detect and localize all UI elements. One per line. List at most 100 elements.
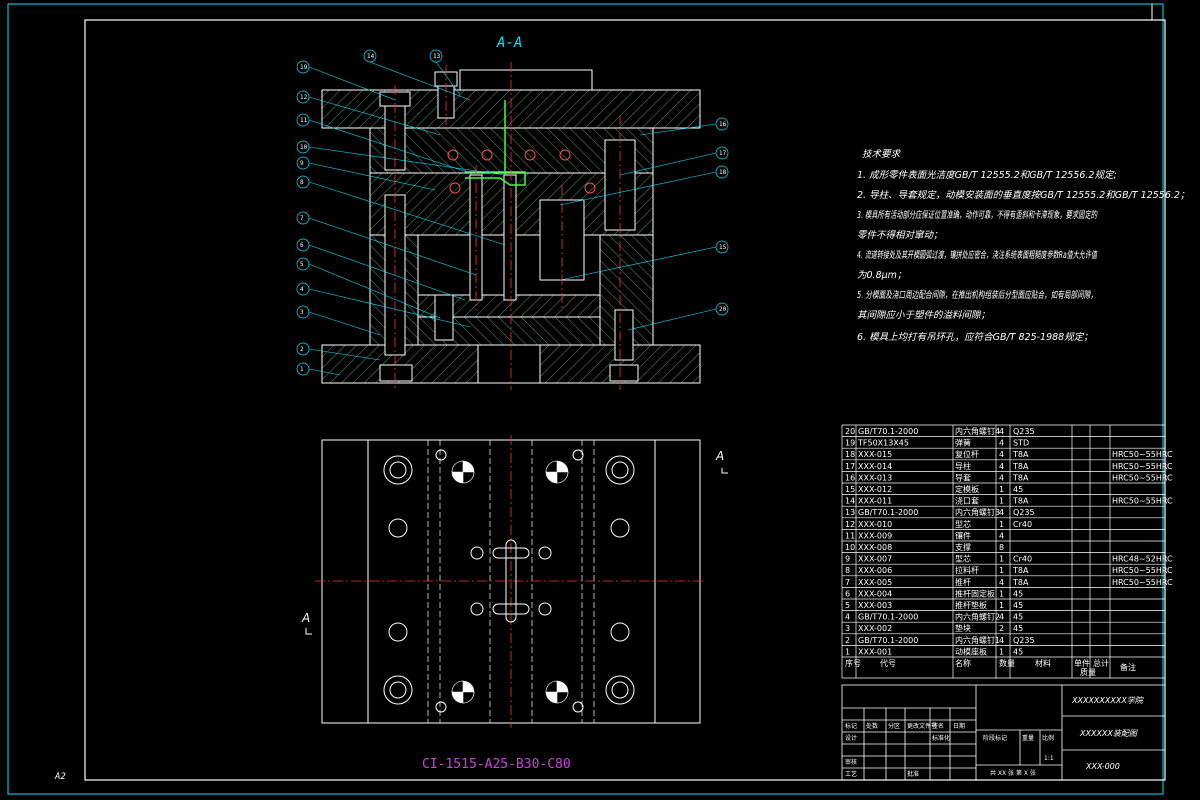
title-scale: 1:1 <box>1044 755 1054 762</box>
balloon-17: 17 <box>719 150 727 157</box>
bom-header-unit: 单件 <box>1074 658 1090 668</box>
bom-note-8: HRC50~55HRC <box>1112 566 1173 575</box>
bom-name-10: 支撑 <box>955 542 971 552</box>
bom-name-3: 垫块 <box>955 623 971 633</box>
tech-item-4: 4. 流道转接处及其开模圆弧过渡，镶拼处应密合，浇注系统表面粗糙度参数Ra值大允… <box>857 249 1098 261</box>
inner-frame <box>84 19 1166 781</box>
bom-header-name: 名称 <box>955 658 971 668</box>
bom-no-17: 17 <box>845 462 855 471</box>
bom-name-12: 型芯 <box>955 519 971 529</box>
bom-no-7: 7 <box>845 578 850 587</box>
bom-header-mass: 质量 <box>1080 667 1096 677</box>
bom-code-13: GB/T70.1-2000 <box>858 508 918 517</box>
bom-material-5: 45 <box>1013 601 1023 610</box>
bom-note-18: HRC50~55HRC <box>1112 450 1173 459</box>
bom-material-19: STD <box>1013 439 1029 448</box>
balloon-13: 13 <box>433 53 441 60</box>
bom-header-qty: 数量 <box>999 658 1015 668</box>
bom-material-20: Q235 <box>1013 427 1035 436</box>
bom-no-13: 13 <box>845 508 855 517</box>
bom-qty-2: 4 <box>999 636 1004 645</box>
bom-no-10: 10 <box>845 543 855 552</box>
bom-qty-9: 1 <box>999 555 1004 564</box>
title-check: 审核 <box>845 758 857 766</box>
bom-code-14: XXX-011 <box>858 497 892 506</box>
bom-header-material: 材料 <box>1035 658 1051 668</box>
bom-note-7: HRC50~55HRC <box>1112 578 1173 587</box>
balloon-8: 8 <box>300 179 304 186</box>
bom-name-16: 导套 <box>955 472 971 482</box>
title-doc: 更改文件号 <box>907 722 937 730</box>
balloon-group: 19 12 11 10 9 8 7 6 5 4 3 2 1 14 13 16 1… <box>296 49 729 376</box>
bom-name-6: 推杆固定板 <box>955 588 995 598</box>
bom-qty-1: 1 <box>999 647 1004 656</box>
title-scale-label: 比例 <box>1042 734 1054 742</box>
outer-frame <box>7 3 1164 795</box>
section-title: A-A <box>496 35 522 51</box>
bom-qty-12: 1 <box>999 520 1004 529</box>
bom-code-19: TF50X13X45 <box>857 439 909 448</box>
balloon-18: 18 <box>719 169 727 176</box>
bom-name-1: 动模座板 <box>955 646 987 656</box>
bom-note-16: HRC50~55HRC <box>1112 473 1173 482</box>
bom-no-6: 6 <box>845 589 850 598</box>
bom-name-18: 复位杆 <box>955 449 979 459</box>
balloon-16: 16 <box>719 121 727 128</box>
bom-no-2: 2 <box>845 636 850 645</box>
bom-header-code: 代号 <box>880 658 896 668</box>
title-approve: 批准 <box>907 770 919 778</box>
balloon-1: 1 <box>300 366 304 373</box>
balloon-4: 4 <box>300 286 304 293</box>
bom-code-3: XXX-002 <box>858 624 892 633</box>
balloon-15: 15 <box>719 244 727 251</box>
balloon-2: 2 <box>300 346 304 353</box>
bom-name-14: 浇口套 <box>955 496 979 506</box>
bom-qty-20: 4 <box>999 427 1004 436</box>
title-drawing-no: XXX-000 <box>1085 762 1120 771</box>
bom-no-8: 8 <box>845 566 850 575</box>
bom-qty-18: 4 <box>999 450 1004 459</box>
bom-qty-3: 2 <box>999 624 1004 633</box>
bom-code-12: XXX-010 <box>858 520 892 529</box>
balloon-3: 3 <box>300 309 304 316</box>
bom-material-17: T8A <box>1012 462 1029 471</box>
tech-item-3b: 零件不得相对窜动； <box>857 229 943 241</box>
bom-material-18: T8A <box>1012 450 1029 459</box>
bom-code-5: XXX-003 <box>858 601 892 610</box>
bom-material-2: Q235 <box>1013 636 1035 645</box>
bom-material-13: Q235 <box>1013 508 1035 517</box>
bom-no-12: 12 <box>845 520 855 529</box>
bom-code-8: XXX-006 <box>858 566 892 575</box>
bom-code-6: XXX-004 <box>858 589 892 598</box>
bom-qty-11: 4 <box>999 531 1004 540</box>
bom-note-9: HRC48~52HRC <box>1112 555 1173 564</box>
bom-code-11: XXX-009 <box>858 531 892 540</box>
tech-item-5b: 其间隙应小于塑件的溢料间隙； <box>857 309 990 321</box>
title-date: 日期 <box>953 722 965 730</box>
bom-code-2: GB/T70.1-2000 <box>858 636 918 645</box>
bom-name-13: 内六角螺钉3 <box>955 507 1000 517</box>
sheet-size-label: A2 <box>54 772 66 782</box>
bom-no-9: 9 <box>845 555 850 564</box>
bom-code-20: GB/T70.1-2000 <box>858 427 918 436</box>
title-count: 处数 <box>866 722 878 730</box>
balloon-9: 9 <box>300 160 304 167</box>
bom-note-14: HRC50~55HRC <box>1112 497 1173 506</box>
bom-qty-6: 1 <box>999 589 1004 598</box>
tech-requirements-title: 技术要求 <box>862 149 902 160</box>
balloon-19: 19 <box>300 64 308 71</box>
bom-material-16: T8A <box>1012 473 1029 482</box>
tech-item-4b: 为0.8μm； <box>857 270 906 281</box>
bom-header-no: 序号 <box>845 658 861 668</box>
title-school: XXXXXXXXXX学院 <box>1071 696 1145 705</box>
bom-qty-4: 4 <box>999 613 1004 622</box>
bom-no-16: 16 <box>845 473 855 482</box>
bom-name-9: 型芯 <box>955 554 971 564</box>
bom-name-5: 推杆垫板 <box>955 600 987 610</box>
bom-header-note: 备注 <box>1120 662 1136 672</box>
bom-no-14: 14 <box>845 497 855 506</box>
bom-note-17: HRC50~55HRC <box>1112 462 1173 471</box>
tech-item-2: 2. 导柱、导套规定，动模安装面的垂直度按GB/T 12555.2和GB/T 1… <box>857 189 1189 201</box>
title-mass-label: 重量 <box>1022 734 1034 742</box>
